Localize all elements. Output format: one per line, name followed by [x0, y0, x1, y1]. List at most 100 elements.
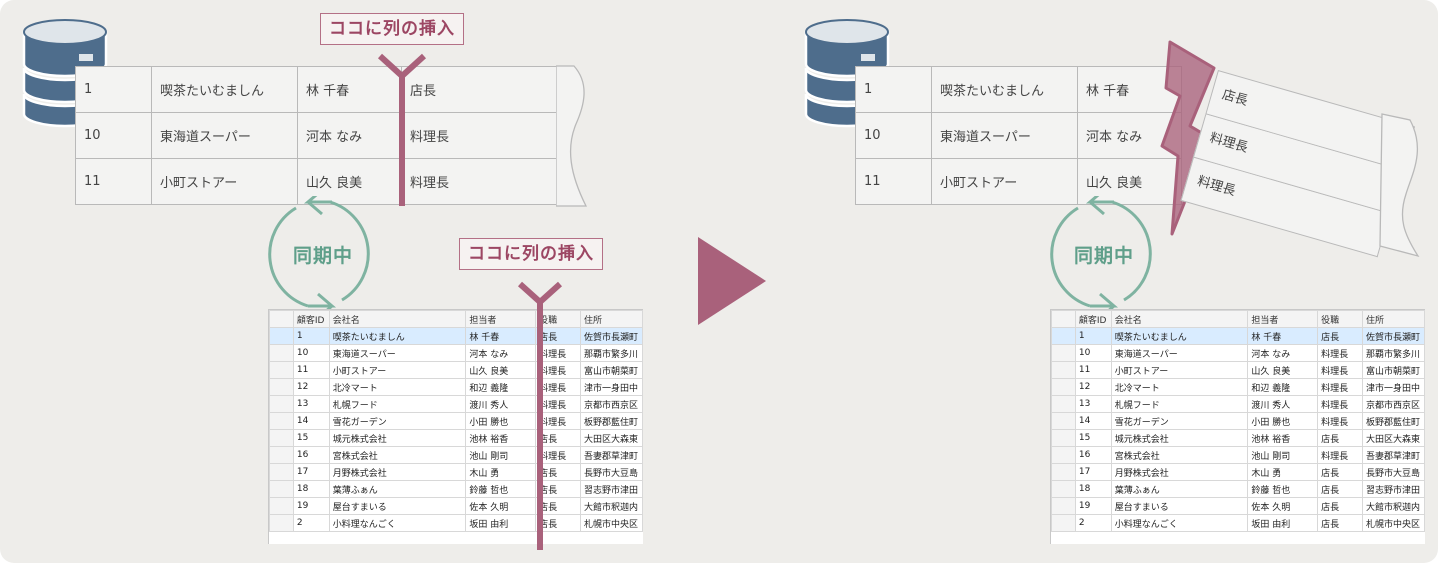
grid-cell[interactable]: 大田区大森東 — [1362, 429, 1425, 447]
grid-cell[interactable]: 札幌市中央区 — [1362, 514, 1425, 532]
column-header[interactable]: 会社名 — [328, 310, 467, 328]
grid-cell[interactable]: 津市一身田中 — [1362, 378, 1425, 396]
grid-cell[interactable]: 佐本 久明 — [1247, 497, 1319, 515]
grid-cell[interactable]: 屋台すまいる — [328, 497, 467, 515]
grid-cell[interactable]: 2 — [292, 514, 330, 532]
grid-cell[interactable]: 札幌フード — [328, 395, 467, 413]
grid-cell[interactable]: 鈴藤 哲也 — [1247, 480, 1319, 498]
grid-cell[interactable]: 津市一身田中 — [580, 378, 643, 396]
grid-cell[interactable]: 東海道スーパー — [328, 344, 467, 362]
grid-cell[interactable]: 13 — [292, 395, 330, 413]
grid-cell[interactable]: 17 — [1074, 463, 1112, 481]
grid-cell[interactable]: 池山 剛司 — [1247, 446, 1319, 464]
grid-cell[interactable]: 大館市釈迦内 — [580, 497, 643, 515]
column-header[interactable]: 顧客ID — [292, 310, 330, 328]
grid-cell[interactable]: 18 — [292, 480, 330, 498]
grid-cell[interactable]: 木山 勇 — [1247, 463, 1319, 481]
grid-cell[interactable]: 林 千春 — [1247, 327, 1319, 345]
grid-cell[interactable]: 喫茶たいむましん — [328, 327, 467, 345]
grid-cell[interactable]: 17 — [292, 463, 330, 481]
grid-cell[interactable]: 12 — [1074, 378, 1112, 396]
grid-cell[interactable]: 小料理なんごく — [328, 514, 467, 532]
grid-cell[interactable]: 屋台すまいる — [1110, 497, 1249, 515]
grid-cell[interactable]: 佐賀市長瀬町 — [580, 327, 643, 345]
grid-cell[interactable]: 札幌フード — [1110, 395, 1249, 413]
column-header[interactable]: 会社名 — [1110, 310, 1249, 328]
grid-cell[interactable]: 店長 — [1317, 480, 1363, 498]
grid-cell[interactable]: 吾妻郡草津町 — [580, 446, 643, 464]
grid-cell[interactable]: 店長 — [1317, 497, 1363, 515]
grid-cell[interactable]: 店長 — [1317, 463, 1363, 481]
grid-cell[interactable]: 城元株式会社 — [328, 429, 467, 447]
column-header[interactable]: 役職 — [535, 310, 581, 328]
grid-cell[interactable]: 池林 裕香 — [1247, 429, 1319, 447]
grid-cell[interactable]: 雪花ガーデン — [328, 412, 467, 430]
grid-cell[interactable]: 10 — [1074, 344, 1112, 362]
grid-cell[interactable]: 店長 — [1317, 514, 1363, 532]
grid-cell[interactable]: 京都市西京区 — [580, 395, 643, 413]
column-header[interactable]: 役職 — [1317, 310, 1363, 328]
grid-cell[interactable]: 大田区大森東 — [580, 429, 643, 447]
grid-cell[interactable]: 小町ストアー — [328, 361, 467, 379]
grid-cell[interactable]: 習志野市津田 — [580, 480, 643, 498]
grid-cell[interactable]: 料理長 — [1317, 361, 1363, 379]
column-header[interactable]: 顧客ID — [1074, 310, 1112, 328]
grid-cell[interactable]: 2 — [1074, 514, 1112, 532]
grid-cell[interactable]: 城元株式会社 — [1110, 429, 1249, 447]
grid-cell[interactable]: 長野市大豆島 — [580, 463, 643, 481]
grid-cell[interactable]: 吾妻郡草津町 — [1362, 446, 1425, 464]
grid-cell[interactable]: 北冷マート — [1110, 378, 1249, 396]
grid-cell[interactable]: 13 — [1074, 395, 1112, 413]
grid-cell[interactable]: 小町ストアー — [1110, 361, 1249, 379]
grid-cell[interactable]: 習志野市津田 — [1362, 480, 1425, 498]
grid-cell[interactable]: 札幌市中央区 — [580, 514, 643, 532]
grid-cell[interactable]: 長野市大豆島 — [1362, 463, 1425, 481]
grid-cell[interactable]: 小田 勝也 — [1247, 412, 1319, 430]
grid-cell[interactable]: 和辺 義隆 — [1247, 378, 1319, 396]
grid-cell[interactable]: 大館市釈迦内 — [1362, 497, 1425, 515]
grid-cell[interactable]: 18 — [1074, 480, 1112, 498]
grid-cell[interactable]: 15 — [1074, 429, 1112, 447]
grid-cell[interactable]: 河本 なみ — [1247, 344, 1319, 362]
grid-cell[interactable]: 14 — [292, 412, 330, 430]
grid-cell[interactable]: 12 — [292, 378, 330, 396]
column-header[interactable]: 担当者 — [465, 310, 537, 328]
grid-cell[interactable]: 16 — [1074, 446, 1112, 464]
grid-cell[interactable]: 葉薄ふぁん — [328, 480, 467, 498]
grid-cell[interactable]: 富山市朝菜町 — [580, 361, 643, 379]
grid-cell[interactable]: 那覇市繁多川 — [1362, 344, 1425, 362]
grid-cell[interactable]: 1 — [1074, 327, 1112, 345]
grid-cell[interactable]: 11 — [292, 361, 330, 379]
grid-cell[interactable]: 料理長 — [1317, 395, 1363, 413]
column-header[interactable]: 住所 — [580, 310, 643, 328]
grid-cell[interactable]: 11 — [1074, 361, 1112, 379]
grid-cell[interactable]: 店長 — [1317, 327, 1363, 345]
grid-cell[interactable]: 19 — [292, 497, 330, 515]
grid-cell[interactable]: 渡川 秀人 — [1247, 395, 1319, 413]
grid-cell[interactable]: 山久 良美 — [1247, 361, 1319, 379]
grid-cell[interactable]: 坂田 由利 — [1247, 514, 1319, 532]
grid-cell[interactable]: 葉薄ふぁん — [1110, 480, 1249, 498]
grid-cell[interactable]: 北冷マート — [328, 378, 467, 396]
grid-cell[interactable]: 店長 — [1317, 429, 1363, 447]
